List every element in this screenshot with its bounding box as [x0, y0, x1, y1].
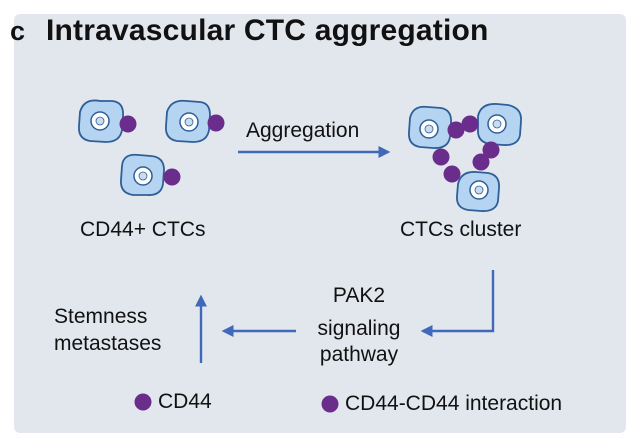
- label-pathway-line2: signaling: [317, 317, 401, 340]
- cluster-to-pathway-arrow: [420, 270, 495, 337]
- ctc-cell-1: [78, 99, 124, 143]
- ctc-cell-3: [120, 153, 165, 196]
- cd44-marker: [207, 114, 225, 132]
- label-cd44-ctcs: CD44+ CTCs: [80, 218, 206, 241]
- legend-interaction-dot: [321, 395, 339, 413]
- cd44-interaction-markers: [432, 115, 500, 183]
- cluster-cell-1: [408, 105, 452, 149]
- label-stemness: Stemness: [54, 305, 148, 328]
- cluster-cell-2: [477, 103, 522, 146]
- cd44-marker: [163, 168, 181, 186]
- label-pathway-line1: PAK2: [332, 284, 386, 307]
- label-pathway-line3: pathway: [319, 343, 399, 366]
- label-aggregation: Aggregation: [246, 119, 360, 142]
- cd44-marker: [119, 115, 137, 133]
- label-ctcs-cluster: CTCs cluster: [400, 218, 522, 241]
- panel-title: Intravascular CTC aggregation: [46, 14, 489, 47]
- cluster-cell-3: [456, 171, 500, 212]
- legend-cd44-dot: [134, 393, 152, 411]
- diagram-panel: [14, 14, 626, 433]
- legend-label-interaction: CD44-CD44 interaction: [345, 392, 563, 415]
- legend-label-cd44: CD44: [158, 390, 212, 413]
- ctc-cell-2: [165, 99, 211, 143]
- label-metastases: metastases: [54, 332, 162, 355]
- panel-letter: c: [10, 16, 26, 46]
